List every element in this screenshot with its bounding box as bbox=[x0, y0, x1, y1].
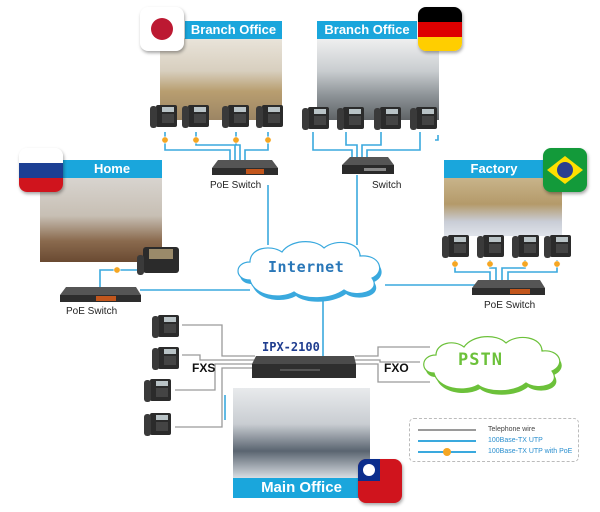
utp-wire bbox=[435, 135, 439, 141]
telephone-wire bbox=[355, 359, 420, 363]
poe-dot bbox=[113, 266, 121, 274]
home-label: Home bbox=[62, 160, 162, 178]
ip-phone bbox=[302, 107, 329, 130]
ip-phone bbox=[374, 107, 401, 130]
telephone-wire bbox=[182, 324, 255, 357]
switch-germany bbox=[342, 157, 394, 174]
ip-phone bbox=[512, 235, 539, 258]
factory-photo bbox=[444, 178, 562, 236]
poe-switch-japan bbox=[212, 160, 278, 175]
main-office-photo bbox=[233, 388, 370, 478]
analog-phone bbox=[144, 379, 171, 402]
ipx-2100-label: IPX-2100 bbox=[262, 340, 320, 354]
poe-dot bbox=[232, 136, 240, 144]
branch-office-germany-label: Branch Office bbox=[317, 21, 417, 39]
japan-flag-icon bbox=[140, 7, 184, 51]
telephone-wire bbox=[175, 363, 255, 391]
poe-dot bbox=[486, 260, 494, 268]
factory-label: Factory bbox=[444, 160, 544, 178]
branch-office-japan-photo bbox=[160, 38, 282, 120]
ip-phone bbox=[337, 107, 364, 130]
pstn-label: PSTN bbox=[458, 350, 503, 370]
poe-dot bbox=[161, 136, 169, 144]
germany-flag-icon bbox=[418, 7, 462, 51]
utp-wire bbox=[366, 132, 421, 160]
poe-dot bbox=[521, 260, 529, 268]
telephone-wire bbox=[182, 354, 255, 361]
brazil-flag-icon bbox=[543, 148, 587, 192]
legend: Telephone wire 100Base-TX UTP 100Base-TX… bbox=[409, 418, 579, 462]
analog-phone bbox=[152, 347, 179, 370]
analog-phone bbox=[152, 315, 179, 338]
poe-dot bbox=[553, 260, 561, 268]
russia-flag-icon bbox=[19, 148, 63, 192]
internet-label: Internet bbox=[268, 258, 345, 276]
utp-wire bbox=[99, 269, 140, 292]
poe-dot bbox=[192, 136, 200, 144]
telephone-wire bbox=[175, 367, 255, 428]
poe-switch-home bbox=[60, 287, 141, 302]
ipx-2100-device bbox=[252, 356, 356, 378]
utp-wire bbox=[361, 132, 382, 160]
ip-phone bbox=[256, 105, 283, 128]
taiwan-flag-icon bbox=[358, 459, 402, 503]
legend-item-telephone: Telephone wire bbox=[418, 425, 574, 435]
legend-item-poe: 100Base-TX UTP with PoE bbox=[418, 447, 574, 457]
ip-phone bbox=[410, 107, 437, 130]
utp-wire bbox=[345, 132, 358, 160]
main-office-label: Main Office bbox=[233, 478, 370, 498]
ip-phone bbox=[442, 235, 469, 258]
fxs-label: FXS bbox=[192, 361, 216, 375]
ip-phone bbox=[182, 105, 209, 128]
pstn-cloud bbox=[423, 336, 562, 395]
video-phone-home bbox=[137, 247, 179, 275]
poe-switch-factory bbox=[472, 280, 545, 295]
switch-germany-label: Switch bbox=[372, 180, 402, 191]
branch-office-germany-photo bbox=[317, 38, 439, 120]
telephone-wire bbox=[355, 363, 430, 383]
poe-switch-home-label: PoE Switch bbox=[66, 306, 118, 317]
legend-item-utp: 100Base-TX UTP bbox=[418, 436, 574, 446]
ip-phone bbox=[544, 235, 571, 258]
branch-office-japan-label: Branch Office bbox=[185, 21, 282, 39]
internet-cloud bbox=[237, 241, 382, 302]
analog-phone bbox=[144, 413, 171, 436]
ip-phone bbox=[150, 105, 177, 128]
fxo-label: FXO bbox=[384, 361, 409, 375]
poe-dot bbox=[451, 260, 459, 268]
telephone-wire bbox=[355, 346, 430, 357]
poe-switch-factory-label: PoE Switch bbox=[484, 300, 536, 311]
utp-wire bbox=[312, 132, 353, 160]
poe-dot bbox=[264, 136, 272, 144]
ip-phone bbox=[222, 105, 249, 128]
home-photo bbox=[40, 178, 162, 262]
poe-switch-japan-label: PoE Switch bbox=[210, 180, 262, 191]
poe-dot-icon bbox=[443, 448, 451, 456]
ip-phone bbox=[477, 235, 504, 258]
